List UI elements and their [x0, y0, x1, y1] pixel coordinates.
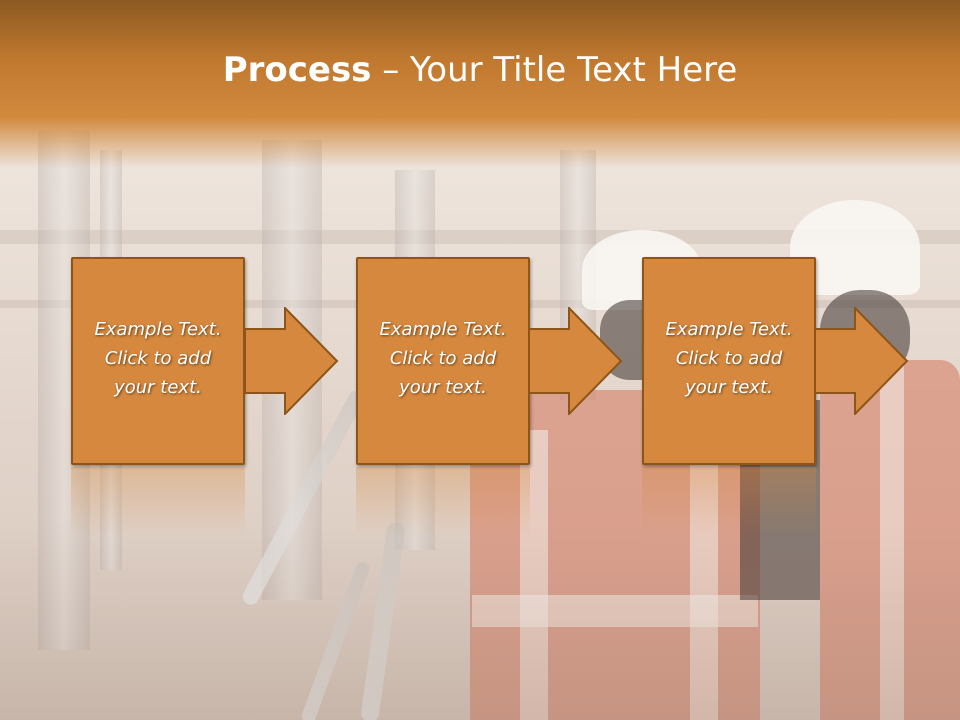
arrow-right-icon [529, 307, 623, 415]
step-reflection [71, 467, 245, 537]
step-line: Click to add [389, 348, 497, 369]
title-bar [0, 0, 960, 168]
step-reflection [356, 467, 530, 537]
title-bold: Process [222, 50, 372, 90]
step-3-text[interactable]: Example Text. Click to add your text. [644, 315, 814, 402]
title-rest: – Your Title Text Here [371, 50, 738, 90]
slide-title[interactable]: Process – Your Title Text Here [0, 50, 960, 90]
step-line: your text. [114, 377, 202, 398]
step-line: Click to add [104, 348, 212, 369]
step-2-text[interactable]: Example Text. Click to add your text. [358, 315, 528, 402]
step-1-text[interactable]: Example Text. Click to add your text. [73, 315, 243, 402]
step-line: Example Text. [94, 319, 222, 340]
step-line: Example Text. [379, 319, 507, 340]
process-step-1[interactable]: Example Text. Click to add your text. [71, 257, 245, 465]
step-line: your text. [399, 377, 487, 398]
step-line: Click to add [675, 348, 783, 369]
process-step-2[interactable]: Example Text. Click to add your text. [356, 257, 530, 465]
arrow-right-icon [815, 307, 909, 415]
step-line: Example Text. [665, 319, 793, 340]
step-line: your text. [685, 377, 773, 398]
process-step-3[interactable]: Example Text. Click to add your text. [642, 257, 816, 465]
step-reflection [642, 467, 816, 537]
arrow-right-icon [245, 307, 339, 415]
